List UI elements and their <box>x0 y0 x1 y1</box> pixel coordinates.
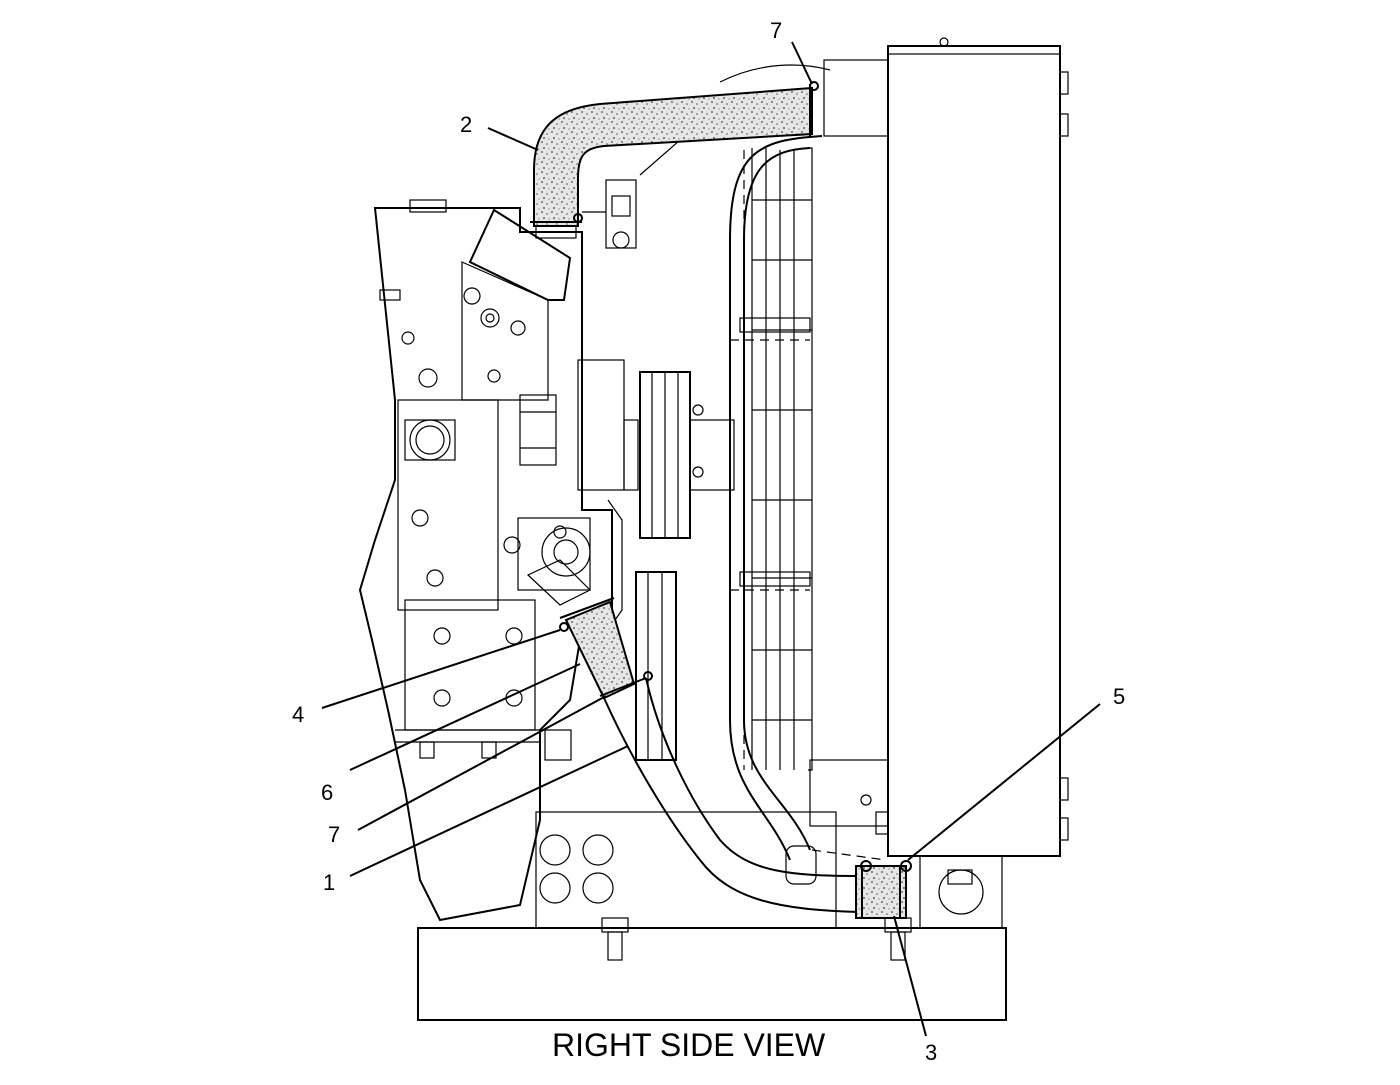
thermostat-housing <box>461 119 761 466</box>
lower-radiator-hose <box>811 849 912 919</box>
callout-7-top: 7 <box>770 18 782 43</box>
callout-3: 3 <box>925 1040 937 1065</box>
fan-guard <box>730 147 813 771</box>
engine-block <box>358 199 613 922</box>
view-title: RIGHT SIDE VIEW <box>552 1027 826 1063</box>
lower-hose-assembly <box>559 597 861 913</box>
base-skid <box>417 811 1007 1021</box>
upper-radiator-hose <box>530 81 819 239</box>
callout-1: 1 <box>323 870 335 895</box>
callout-5: 5 <box>1113 684 1125 709</box>
callout-4: 4 <box>292 702 304 727</box>
radiator <box>719 37 1069 857</box>
callout-6: 6 <box>321 780 333 805</box>
callout-2: 2 <box>460 112 472 137</box>
bypass-tube <box>729 135 823 885</box>
callout-7-bottom: 7 <box>328 822 340 847</box>
leader-lines <box>321 41 1101 1037</box>
water-pump-pulleys <box>503 359 735 761</box>
